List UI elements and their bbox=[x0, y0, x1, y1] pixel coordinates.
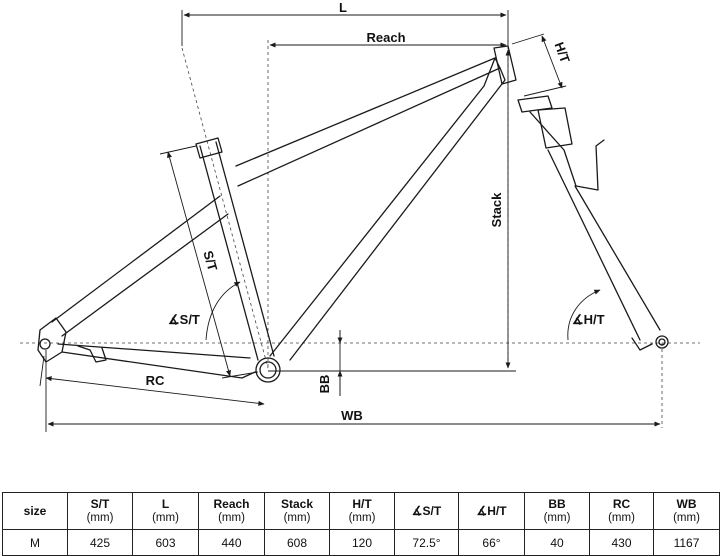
front-axle-inner bbox=[658, 338, 666, 346]
fork bbox=[517, 95, 669, 351]
cell-stack: 608 bbox=[264, 529, 330, 556]
cell-size: M bbox=[2, 529, 68, 556]
label-wb: WB bbox=[341, 408, 363, 423]
fork-leg bbox=[547, 149, 661, 341]
dim-BB: BB bbox=[317, 330, 343, 396]
cell-l: 603 bbox=[132, 529, 199, 556]
dim-Reach: Reach bbox=[269, 30, 507, 48]
construction-lines bbox=[20, 40, 700, 428]
front-axle bbox=[655, 335, 669, 349]
cell-rc: 430 bbox=[589, 529, 654, 556]
dim-ht-ext-top bbox=[511, 33, 545, 45]
fork-crown bbox=[517, 95, 553, 113]
table-header-row: size S/T(mm) L(mm) Reach(mm) Stack(mm) H… bbox=[2, 492, 720, 530]
label-st: S/T bbox=[200, 249, 220, 273]
cell-angle-ht: 66° bbox=[458, 529, 525, 556]
header-rc: RC(mm) bbox=[589, 492, 654, 530]
dim-WB: WB bbox=[45, 350, 661, 432]
cell-ht: 120 bbox=[329, 529, 395, 556]
header-l: L(mm) bbox=[132, 492, 199, 530]
angle-st-arc bbox=[205, 281, 241, 341]
header-ht: H/T(mm) bbox=[329, 492, 395, 530]
brake-mount bbox=[77, 345, 107, 363]
table-row: M 425 603 440 608 120 72.5° 66° 40 430 1… bbox=[2, 529, 720, 556]
cell-st: 425 bbox=[67, 529, 133, 556]
cell-wb: 1167 bbox=[653, 529, 720, 556]
dim-HT: H/T bbox=[511, 33, 573, 97]
fork-dropout bbox=[631, 337, 653, 351]
header-size: size bbox=[2, 492, 68, 530]
fork-brace bbox=[529, 111, 605, 191]
dim-rc-ext-left bbox=[39, 355, 45, 387]
cell-angle-st: 72.5° bbox=[394, 529, 459, 556]
down-tube bbox=[269, 57, 506, 361]
rear-dropout bbox=[37, 317, 67, 363]
rear-axle bbox=[39, 338, 51, 350]
label-angle-ht: ∡H/T bbox=[572, 312, 605, 327]
fork-upper bbox=[537, 107, 573, 149]
label-L: L bbox=[339, 0, 347, 15]
seat-stay bbox=[51, 195, 229, 337]
header-wb: WB(mm) bbox=[653, 492, 720, 530]
frame bbox=[37, 45, 517, 383]
bike-geometry-diagram: L Reach H/T Stack S/T ∡S/T ∡H/T bbox=[20, 0, 700, 432]
header-angle-st: ∡S/T bbox=[394, 492, 459, 530]
bottom-bracket-inner bbox=[259, 361, 277, 379]
header-stack: Stack(mm) bbox=[264, 492, 330, 530]
label-bb: BB bbox=[317, 375, 332, 394]
dim-ST: S/T bbox=[159, 145, 259, 379]
label-stack: Stack bbox=[489, 192, 504, 227]
label-reach: Reach bbox=[366, 30, 405, 45]
angle-ht-arc bbox=[567, 289, 601, 341]
header-st: S/T(mm) bbox=[67, 492, 133, 530]
dim-st-ext-top bbox=[159, 145, 197, 155]
geometry-table: size S/T(mm) L(mm) Reach(mm) Stack(mm) H… bbox=[2, 492, 720, 556]
top-tube bbox=[235, 57, 501, 187]
label-rc: RC bbox=[146, 373, 165, 388]
angle-ST: ∡S/T bbox=[168, 281, 241, 341]
header-angle-ht: ∡H/T bbox=[458, 492, 525, 530]
header-reach: Reach(mm) bbox=[198, 492, 265, 530]
label-ht: H/T bbox=[552, 40, 573, 65]
dim-RC: RC bbox=[39, 355, 265, 406]
label-angle-st: ∡S/T bbox=[168, 312, 200, 327]
header-bb: BB(mm) bbox=[524, 492, 590, 530]
dim-Stack: Stack bbox=[268, 49, 516, 372]
bottom-bracket bbox=[255, 357, 281, 383]
dim-rc-line bbox=[45, 376, 265, 406]
cell-bb: 40 bbox=[524, 529, 590, 556]
cell-reach: 440 bbox=[198, 529, 265, 556]
dim-ht-line bbox=[541, 35, 563, 89]
dim-L: L bbox=[181, 0, 509, 46]
seat-tube-axis bbox=[181, 47, 269, 369]
dim-ht-ext-bottom bbox=[523, 85, 567, 97]
angle-HT: ∡H/T bbox=[567, 289, 605, 341]
head-tube bbox=[493, 45, 517, 85]
dim-st-line bbox=[167, 151, 231, 377]
